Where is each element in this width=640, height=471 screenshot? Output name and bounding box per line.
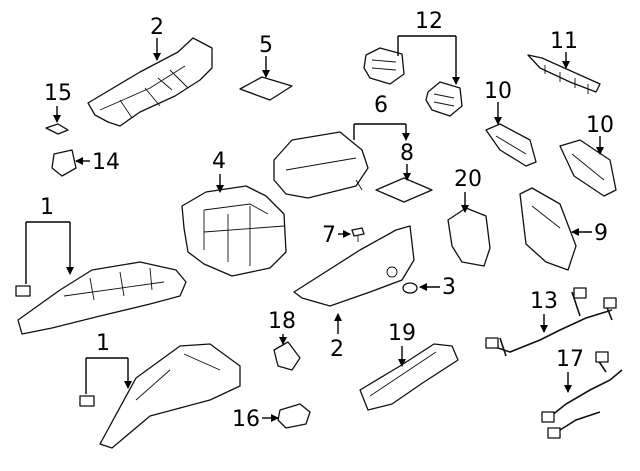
- part-1-clip-upper[interactable]: [15, 285, 31, 297]
- part-1-clip-lower[interactable]: [79, 395, 95, 407]
- callout-2-top: 2: [150, 15, 164, 40]
- callout-10-right: 10: [586, 113, 614, 138]
- part-15-clip[interactable]: [45, 123, 69, 135]
- callout-8: 8: [400, 141, 414, 166]
- part-17-wire-harness[interactable]: [541, 351, 623, 439]
- part-20-bracket[interactable]: [447, 207, 491, 267]
- callout-5: 5: [259, 33, 273, 58]
- part-16-block[interactable]: [277, 403, 311, 429]
- part-3-ring[interactable]: [402, 282, 418, 294]
- part-12-vent-left[interactable]: [363, 47, 405, 85]
- callout-6: 6: [374, 93, 388, 118]
- callout-12: 12: [415, 9, 443, 34]
- part-13-wire-harness[interactable]: [485, 287, 617, 357]
- callout-10-left: 10: [484, 79, 512, 104]
- callout-11: 11: [550, 29, 578, 54]
- callout-1-lower: 1: [96, 331, 110, 356]
- callout-15: 15: [44, 81, 72, 106]
- part-10-handle-right[interactable]: [559, 139, 617, 197]
- part-7-screw[interactable]: [351, 227, 365, 242]
- part-2-lower-side-panel[interactable]: [293, 225, 415, 307]
- part-14-knob[interactable]: [51, 149, 77, 177]
- part-9-side-panel[interactable]: [519, 187, 577, 271]
- part-19-duct[interactable]: [359, 343, 459, 411]
- callout-2-bottom: 2: [330, 337, 344, 362]
- callout-17: 17: [556, 347, 584, 372]
- part-1-bottom-lower-panel[interactable]: [99, 343, 241, 449]
- callout-1-upper: 1: [40, 195, 54, 220]
- callout-19: 19: [388, 321, 416, 346]
- callout-14: 14: [92, 150, 120, 175]
- part-2-upper-trim-panel[interactable]: [87, 37, 213, 127]
- callout-16: 16: [232, 407, 260, 432]
- callout-13: 13: [530, 289, 558, 314]
- part-10-handle-left[interactable]: [485, 123, 537, 167]
- part-11-bracket[interactable]: [527, 54, 601, 94]
- callout-9: 9: [594, 221, 608, 246]
- part-12-vent-right[interactable]: [425, 81, 463, 117]
- part-6-armrest-lid[interactable]: [273, 131, 369, 199]
- part-5-pad[interactable]: [239, 76, 293, 101]
- part-8-pad[interactable]: [375, 177, 433, 203]
- part-1-left-lower-panel[interactable]: [17, 261, 187, 335]
- callout-18: 18: [268, 309, 296, 334]
- callout-7: 7: [322, 223, 336, 248]
- part-18-cover[interactable]: [273, 341, 301, 371]
- part-4-console-box[interactable]: [181, 185, 287, 277]
- callout-4: 4: [212, 149, 226, 174]
- callout-20: 20: [454, 167, 482, 192]
- callout-3: 3: [442, 275, 456, 300]
